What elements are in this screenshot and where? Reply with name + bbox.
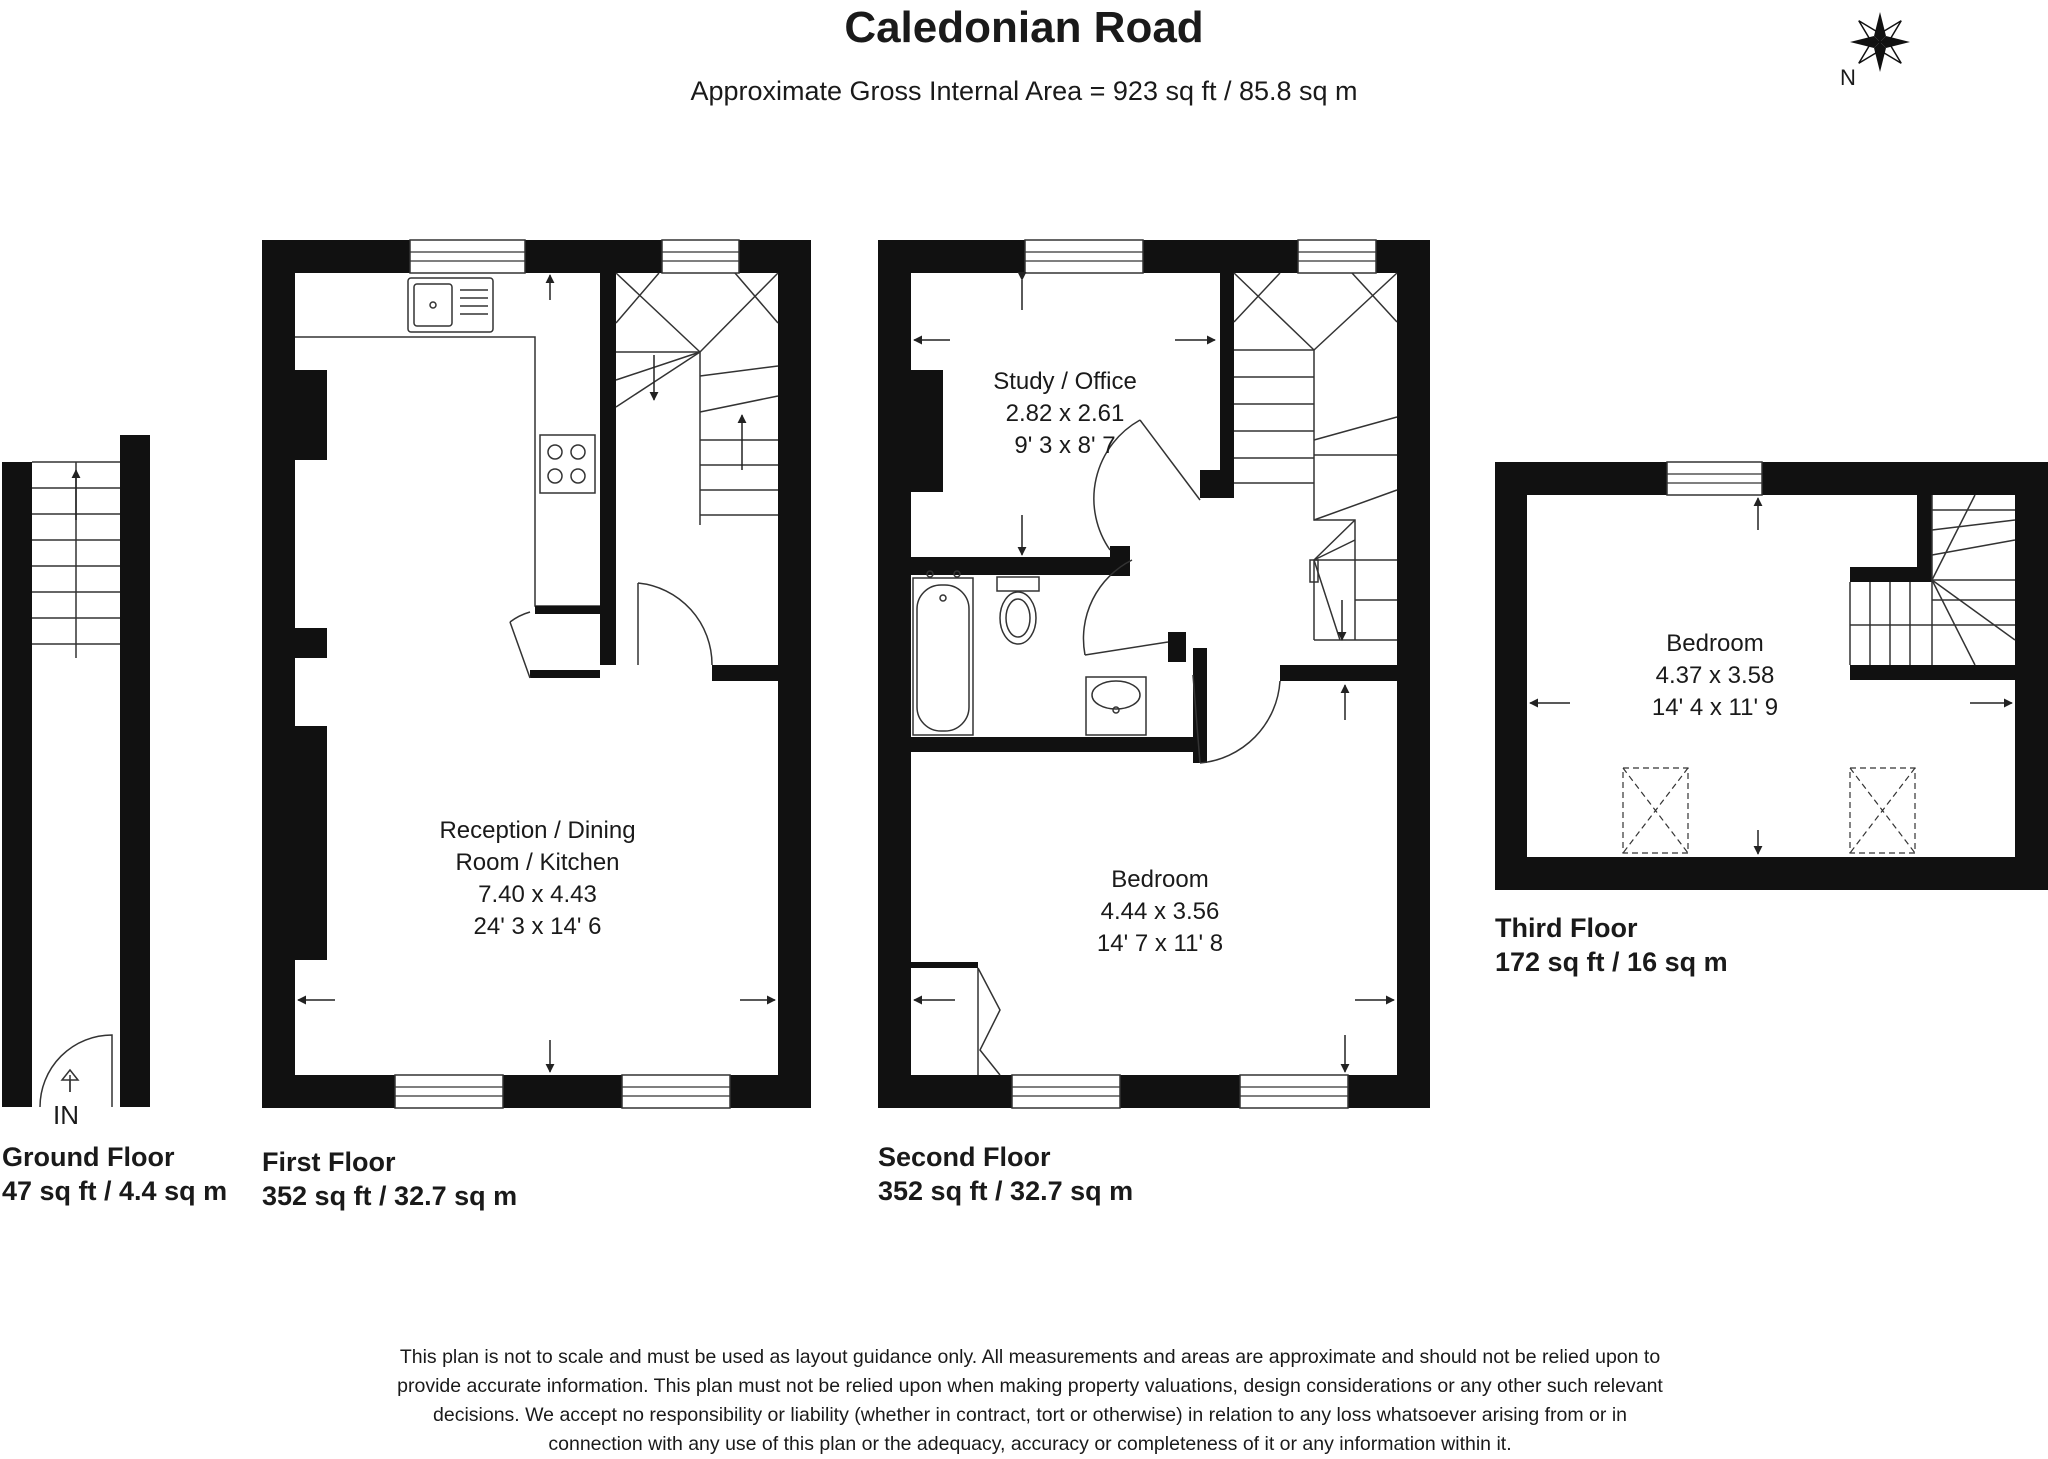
floor-name: Third Floor bbox=[1495, 913, 1638, 943]
room-dimensions-imperial: 14' 4 x 11' 9 bbox=[1651, 694, 1779, 721]
room-name: Study / Office bbox=[993, 368, 1137, 395]
first-floor-plan bbox=[262, 239, 811, 1109]
floor-name: Ground Floor bbox=[2, 1142, 175, 1172]
third-floor-stairs bbox=[1849, 494, 2016, 666]
entrance-arrow-icon bbox=[60, 1068, 80, 1092]
floor-area: 47 sq ft / 4.4 sq m bbox=[2, 1176, 228, 1206]
floor-label-second: Second Floor 352 sq ft / 32.7 sq m bbox=[878, 1140, 1133, 1208]
kitchen-sink-icon bbox=[407, 277, 494, 333]
skylight-icon bbox=[1849, 767, 1916, 854]
compass-rose-icon bbox=[1850, 12, 1910, 72]
floor-label-first: First Floor 352 sq ft / 32.7 sq m bbox=[262, 1145, 517, 1213]
disclaimer-line: connection with any use of this plan or … bbox=[548, 1433, 1512, 1455]
room-name: Bedroom bbox=[1111, 866, 1209, 893]
disclaimer: This plan is not to scale and must be us… bbox=[280, 1343, 1780, 1459]
disclaimer-line: This plan is not to scale and must be us… bbox=[399, 1346, 1661, 1368]
room-dimensions-metric: 2.82 x 2.61 bbox=[1005, 400, 1125, 427]
plan-title: Caledonian Road bbox=[844, 3, 1204, 52]
room-dimensions-metric: 4.44 x 3.56 bbox=[1100, 898, 1220, 925]
basin-icon bbox=[1085, 676, 1147, 736]
room-name: Room / Kitchen bbox=[455, 849, 620, 876]
room-dimensions-imperial: 9' 3 x 8' 7 bbox=[1014, 432, 1116, 459]
floor-area: 352 sq ft / 32.7 sq m bbox=[262, 1181, 518, 1211]
entrance-label: IN bbox=[53, 1100, 79, 1130]
room-dimensions-imperial: 24' 3 x 14' 6 bbox=[473, 913, 602, 940]
third-floor-plan bbox=[1495, 461, 2048, 890]
room-name: Bedroom bbox=[1666, 630, 1764, 657]
compass-north-label: N bbox=[1840, 65, 1856, 90]
room-dimensions-metric: 7.40 x 4.43 bbox=[478, 881, 597, 908]
floor-area: 172 sq ft / 16 sq m bbox=[1495, 947, 1728, 977]
floor-name: First Floor bbox=[262, 1147, 396, 1177]
second-floor-plan bbox=[878, 239, 1430, 1109]
room-name: Reception / Dining bbox=[439, 817, 636, 844]
room-dimensions-metric: 4.37 x 3.58 bbox=[1655, 662, 1775, 689]
room-bedroom-third: Bedroom 4.37 x 3.58 14' 4 x 11' 9 bbox=[1615, 628, 1815, 724]
room-bedroom-second: Bedroom 4.44 x 3.56 14' 7 x 11' 8 bbox=[1060, 864, 1260, 960]
second-floor-stairs bbox=[1233, 272, 1398, 641]
hob-icon bbox=[539, 434, 596, 494]
skylight-icon bbox=[1622, 767, 1689, 854]
room-study: Study / Office 2.82 x 2.61 9' 3 x 8' 7 bbox=[965, 366, 1165, 462]
first-floor-stairs bbox=[615, 272, 779, 525]
bath-icon bbox=[912, 570, 974, 736]
disclaimer-line: decisions. We accept no responsibility o… bbox=[433, 1404, 1627, 1426]
floor-area: 352 sq ft / 32.7 sq m bbox=[878, 1176, 1134, 1206]
floor-name: Second Floor bbox=[878, 1142, 1051, 1172]
disclaimer-line: provide accurate information. This plan … bbox=[397, 1375, 1663, 1397]
floor-label-ground: Ground Floor 47 sq ft / 4.4 sq m bbox=[2, 1140, 227, 1208]
toilet-icon bbox=[996, 576, 1040, 645]
gross-area-subtitle: Approximate Gross Internal Area = 923 sq… bbox=[690, 76, 1358, 106]
floor-label-third: Third Floor 172 sq ft / 16 sq m bbox=[1495, 911, 1728, 979]
ground-floor-plan bbox=[2, 435, 150, 1108]
room-dimensions-imperial: 14' 7 x 11' 8 bbox=[1096, 930, 1224, 957]
room-reception: Reception / Dining Room / Kitchen 7.40 x… bbox=[400, 815, 675, 943]
